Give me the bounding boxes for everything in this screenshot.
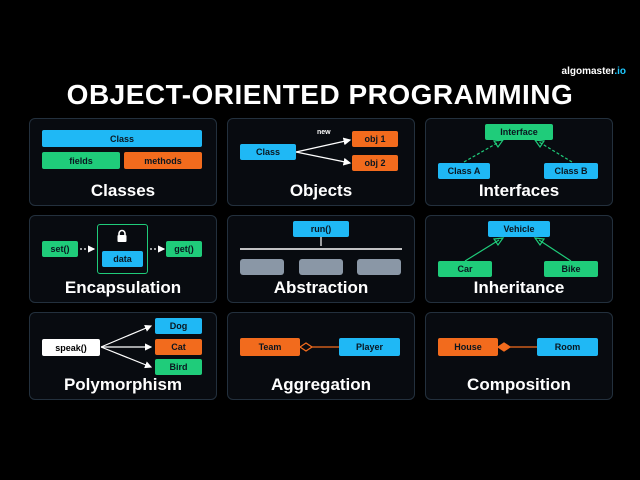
card-abstraction: run() Abstraction <box>227 215 415 303</box>
card-title-polymorphism: Polymorphism <box>63 375 183 394</box>
class-box: Class <box>42 130 202 147</box>
card-title-classes: Classes <box>90 181 156 200</box>
hidden-detail-box-2 <box>299 259 343 275</box>
vehicle-box: Vehicle <box>488 221 550 237</box>
card-title-objects: Objects <box>289 181 353 200</box>
speak-method-box: speak() <box>42 339 100 356</box>
hidden-detail-box-1 <box>240 259 284 275</box>
objects-arrows <box>295 137 352 166</box>
fields-box: fields <box>42 152 120 169</box>
obj2-box: obj 2 <box>352 155 398 171</box>
dog-box: Dog <box>155 318 202 334</box>
card-classes: Class fields methods Classes <box>29 118 217 206</box>
player-box: Player <box>339 338 400 356</box>
class-a-box: Class A <box>438 163 490 179</box>
page-title: OBJECT-ORIENTED PROGRAMMING <box>66 79 574 110</box>
encapsulation-boundary <box>97 224 148 274</box>
data-box: data <box>102 251 143 267</box>
card-title-inheritance: Inheritance <box>473 278 565 297</box>
card-inheritance: Vehicle Car Bike Inheritance <box>425 215 613 303</box>
card-composition: House Room Composition <box>425 312 613 400</box>
interface-box: Interface <box>485 124 553 140</box>
composition-line <box>496 342 537 352</box>
bird-box: Bird <box>155 359 202 375</box>
brand-logo: algomaster.io <box>561 66 626 77</box>
run-method-box: run() <box>293 221 349 237</box>
card-polymorphism: speak() Dog Cat Bird Polymorphism <box>29 312 217 400</box>
class-b-box: Class B <box>544 163 598 179</box>
obj1-box: obj 1 <box>352 131 398 147</box>
card-title-interfaces: Interfaces <box>478 181 560 200</box>
card-title-composition: Composition <box>467 375 571 394</box>
lock-icon <box>117 229 127 242</box>
interfaces-arrows <box>463 139 573 163</box>
car-box: Car <box>438 261 492 277</box>
hidden-detail-box-3 <box>357 259 401 275</box>
card-aggregation: Team Player Aggregation <box>227 312 415 400</box>
cat-box: Cat <box>155 339 202 355</box>
card-title-aggregation: Aggregation <box>270 375 372 394</box>
bike-box: Bike <box>544 261 598 277</box>
polymorphism-arrows <box>100 325 153 369</box>
card-encapsulation: set() data get() Encapsulation <box>29 215 217 303</box>
room-box: Room <box>537 338 598 356</box>
set-method-box: set() <box>42 241 78 257</box>
card-title-encapsulation: Encapsulation <box>64 278 182 297</box>
card-objects: new Class obj 1 obj 2 Objects <box>227 118 415 206</box>
class-box: Class <box>240 144 296 160</box>
card-interfaces: Interface Class A Class B Interfaces <box>425 118 613 206</box>
new-label: new <box>317 129 331 136</box>
get-method-box: get() <box>166 241 202 257</box>
card-title-abstraction: Abstraction <box>273 278 369 297</box>
team-box: Team <box>240 338 300 356</box>
aggregation-line <box>298 342 339 352</box>
methods-box: methods <box>124 152 202 169</box>
house-box: House <box>438 338 498 356</box>
abstraction-lines <box>240 237 402 250</box>
inheritance-arrows <box>464 237 572 262</box>
